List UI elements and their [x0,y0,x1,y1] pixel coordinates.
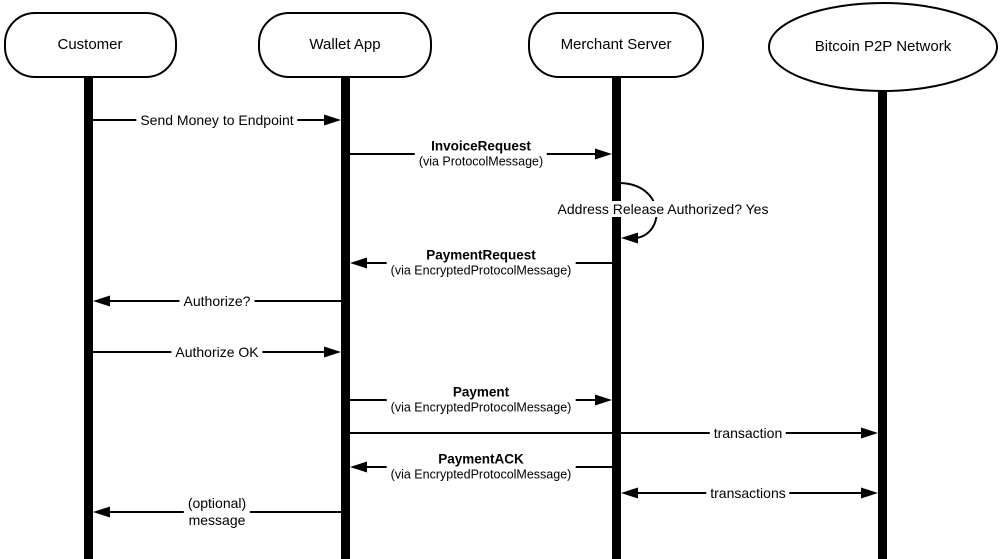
message-label-authorize-question: Authorize? [179,293,255,309]
message-via: (via EncryptedProtocolMessage) [390,467,572,482]
message-title: Payment [452,384,510,400]
message-label-payment-request: PaymentRequest (via EncryptedProtocolMes… [386,247,576,279]
message-via: (via EncryptedProtocolMessage) [390,263,572,278]
message-via: (via EncryptedProtocolMessage) [390,400,572,415]
message-line1: (optional) [187,495,247,511]
message-label-invoice-request: InvoiceRequest (via ProtocolMessage) [414,138,548,170]
message-label-payment-ack: PaymentACK (via EncryptedProtocolMessage… [386,451,576,483]
message-via: (via ProtocolMessage) [418,154,544,169]
message-label-authorize-ok: Authorize OK [171,344,263,360]
message-label-transaction: transaction [709,425,787,441]
actor-label-bitcoin-p2p: Bitcoin P2P Network [814,38,952,55]
message-title: PaymentRequest [426,247,536,263]
message-label-send-money-to-endpoint: Send Money to Endpoint [136,112,298,128]
message-label-transactions: transactions [706,485,790,501]
actor-label-merchant-server: Merchant Server [560,36,672,53]
actor-shape-wallet-app [258,12,432,78]
actor-shape-merchant-server [528,12,704,78]
message-label-optional-message: (optional) message [183,495,251,529]
message-title: PaymentACK [438,451,524,467]
actor-shape-customer [4,12,177,78]
actor-label-wallet-app: Wallet App [309,36,381,53]
actor-label-customer: Customer [57,36,123,53]
actor-shape-bitcoin-p2p [768,2,998,92]
message-line2: message [188,512,246,528]
message-title: InvoiceRequest [431,138,531,154]
message-label-address-release-authorized: Address Release Authorized? Yes [553,201,773,217]
message-label-payment: Payment (via EncryptedProtocolMessage) [386,384,576,416]
